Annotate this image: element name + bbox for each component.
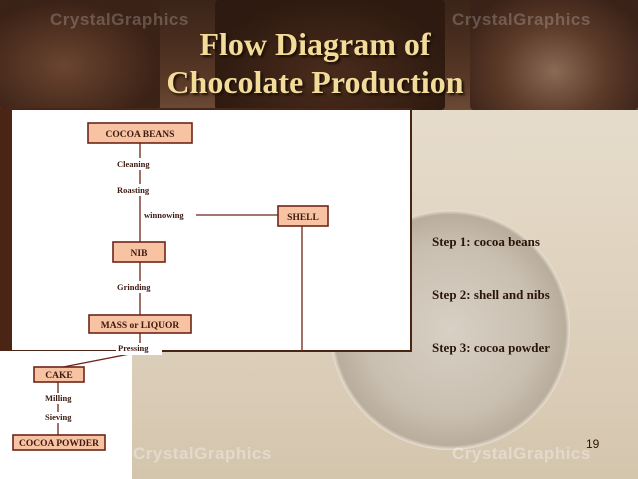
watermark-bottom-left: CrystalGraphics: [133, 444, 272, 463]
step-item-3: Step 3: cocoa powder: [432, 340, 551, 355]
chocolate-photo-center: [215, 0, 445, 110]
node-mass-liquor-label: MASS or LIQUOR: [101, 321, 180, 331]
step-pressing: Pressing: [118, 343, 149, 353]
node-shell-label: SHELL: [287, 213, 319, 223]
step-cleaning: Cleaning: [117, 159, 150, 169]
step-roasting: Roasting: [117, 185, 150, 195]
node-cocoa-powder: COCOA POWDER: [12, 434, 106, 451]
title-line-1: Flow Diagram of: [199, 26, 431, 62]
watermark-bottom-right: CrystalGraphics: [452, 444, 591, 463]
slide-title: Flow Diagram of Chocolate Production: [140, 25, 490, 101]
node-cocoa-powder-label: COCOA POWDER: [19, 439, 99, 449]
node-cocoa-beans-label: COCOA BEANS: [106, 130, 175, 140]
node-nib-label: NIB: [131, 249, 149, 259]
diagram-panel: [12, 110, 410, 350]
step-winnowing: winnowing: [144, 210, 184, 220]
node-shell: SHELL: [277, 205, 329, 227]
chocolate-photo-left: [0, 0, 160, 110]
cake-photo-right: [470, 0, 638, 110]
step-sieving: Sieving: [45, 412, 72, 422]
step-grinding: Grinding: [117, 282, 151, 292]
step-item-1: Step 1: cocoa beans: [432, 234, 540, 249]
header-banner: CrystalGraphics CrystalGraphics: [0, 0, 638, 110]
node-cocoa-beans: COCOA BEANS: [87, 122, 193, 144]
node-nib: NIB: [112, 241, 166, 263]
page-number: 19: [586, 437, 600, 451]
node-cake-label: CAKE: [45, 371, 72, 381]
watermark-top-left: CrystalGraphics: [50, 10, 189, 29]
step-milling: Milling: [45, 393, 72, 403]
watermark-top-right: CrystalGraphics: [452, 10, 591, 29]
node-cake: CAKE: [33, 366, 85, 383]
step-item-2: Step 2: shell and nibs: [432, 287, 550, 302]
node-mass-liquor: MASS or LIQUOR: [88, 314, 192, 334]
title-line-2: Chocolate Production: [166, 64, 464, 100]
